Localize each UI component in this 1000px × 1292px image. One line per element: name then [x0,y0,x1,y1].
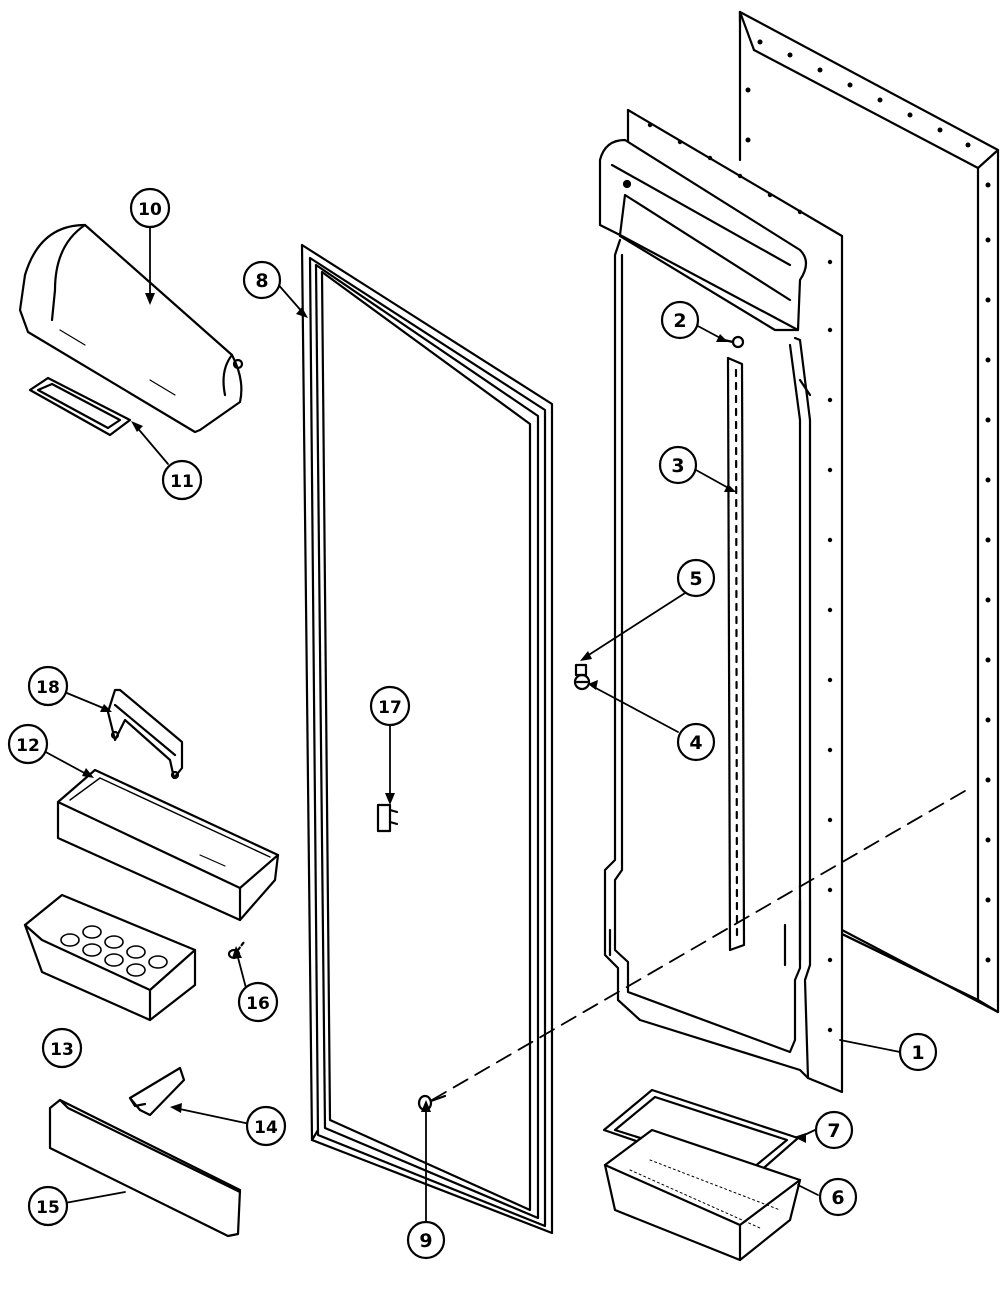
rail-clip [128,1066,186,1117]
liner-screw-holes [647,122,833,1033]
callout-10: 10 [129,187,171,229]
screw-and-clip [573,663,591,691]
callout-5-label: 5 [689,568,702,590]
callout-5: 5 [676,558,716,598]
callout-8: 8 [242,260,282,300]
panel-screw-holes [745,39,991,963]
callout-12: 12 [7,723,49,765]
callout-9-label: 9 [419,1230,432,1252]
alignment-line [431,787,971,1101]
callout-7-label: 7 [827,1120,840,1142]
callout-8-label: 8 [255,270,268,292]
door-liner [598,108,844,1094]
arrow-heads [82,293,806,1143]
callout-16-label: 16 [246,994,270,1014]
callout-4: 4 [676,722,716,762]
shelf-support-bar [726,356,746,952]
callout-13-label: 13 [50,1040,74,1060]
callout-1-label: 1 [911,1042,924,1064]
egg-tray [23,893,197,1022]
callout-12-label: 12 [16,736,40,756]
callout-11-label: 11 [170,472,194,492]
callout-3: 3 [658,445,698,485]
callout-10-label: 10 [138,200,162,220]
bin-rail [48,1098,242,1238]
callout-9: 9 [406,1220,446,1260]
callout-15: 15 [27,1185,69,1227]
callout-17: 17 [369,685,411,727]
callout-2: 2 [660,300,700,340]
stop-bracket [376,803,399,833]
callout-7: 7 [814,1110,854,1150]
bin-handle [106,688,184,780]
butter-tray [603,1128,802,1262]
callout-18: 18 [27,665,69,707]
callout-14: 14 [245,1105,287,1147]
callout-2-label: 2 [673,310,686,332]
callout-13: 13 [41,1027,83,1069]
door-bin [56,768,280,922]
callouts: 1 2 3 4 5 6 7 8 9 10 11 12 13 14 15 16 1… [7,187,938,1260]
door-gasket [300,243,554,1235]
callout-11: 11 [161,459,203,501]
callout-18-label: 18 [36,678,60,698]
callout-3-label: 3 [671,455,684,477]
callout-15-label: 15 [36,1198,60,1218]
callout-14-label: 14 [254,1118,278,1138]
dairy-door [18,223,244,434]
callout-17-label: 17 [378,698,402,718]
callout-6: 6 [818,1177,858,1217]
callout-16: 16 [237,981,279,1023]
callout-6-label: 6 [831,1187,844,1209]
dairy-door-handle [28,376,132,437]
callout-4-label: 4 [689,732,702,754]
callout-1: 1 [898,1032,938,1072]
